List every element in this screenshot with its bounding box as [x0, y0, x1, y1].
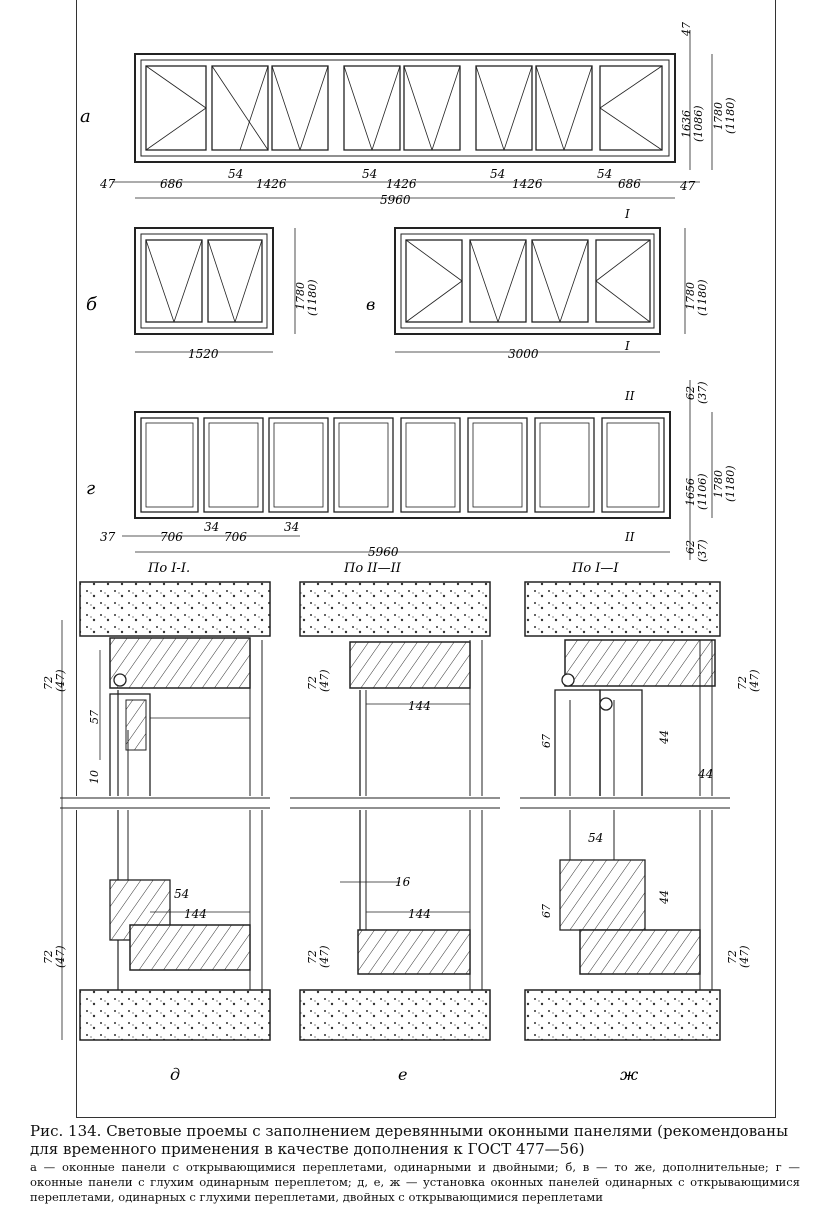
dim-a-gap4: 54	[597, 167, 612, 181]
dim-zh-e: 67	[540, 904, 553, 918]
dim-g-h-inner-alt: (1106)	[696, 473, 709, 510]
dim-a-seg5: 686	[618, 177, 641, 191]
panel-v	[394, 227, 686, 353]
label-b: б	[86, 294, 98, 315]
dim-a-seg3: 1426	[386, 177, 417, 191]
dim-g-gap2: 34	[284, 520, 299, 534]
dim-e-bot: 72	[306, 950, 319, 964]
dim-a-top: 47	[680, 22, 693, 37]
dim-e-top: 72	[306, 676, 319, 690]
page-frame	[76, 0, 776, 1118]
figure-legend: а — оконные панели с открывающимися пере…	[30, 1160, 800, 1204]
dim-g-bottom-alt: (37)	[696, 539, 709, 562]
dim-g-top-alt: (37)	[696, 381, 709, 404]
dim-a-seg4: 1426	[512, 177, 543, 191]
dim-e-bot-alt: (47)	[318, 945, 331, 968]
dim-a-left-edge: 47	[99, 177, 116, 191]
label-v: в	[366, 295, 375, 314]
label-zh: ж	[620, 1065, 639, 1084]
dim-d-c: 54	[174, 887, 189, 901]
section-e-title: По II—II	[343, 561, 402, 576]
dim-a-seg1: 686	[160, 177, 183, 191]
figure-caption: Рис. 134. Световые проемы с заполнением …	[30, 1122, 789, 1158]
dim-a-right-edge: 47	[679, 179, 696, 193]
dim-g-bottom: 62	[684, 540, 697, 554]
dim-g-top: 62	[684, 386, 697, 400]
dim-b-h: 1780	[294, 282, 307, 310]
dim-zh-top: 72	[736, 676, 749, 690]
label-g: г	[86, 478, 95, 499]
dim-e-a: 144	[408, 699, 431, 713]
dim-g-seg2: 706	[224, 530, 247, 544]
dim-a-total: 5960	[380, 193, 411, 207]
dim-b-h-alt: (1180)	[306, 279, 319, 316]
section-d	[60, 581, 271, 1041]
dim-a-h-outer: 1780	[712, 102, 725, 130]
mark-g-top: II	[624, 389, 635, 403]
mark-v-top: I	[624, 207, 630, 221]
dim-g-gap: 34	[204, 520, 219, 534]
dim-zh-top-alt: (47)	[748, 669, 761, 692]
dim-zh-d: 54	[588, 831, 603, 845]
dim-a-gap2: 54	[362, 167, 377, 181]
label-e: е	[398, 1065, 407, 1084]
dim-d-top: 72	[42, 676, 55, 690]
dim-a-seg2: 1426	[256, 177, 287, 191]
section-d-title: По I-I.	[147, 561, 190, 576]
dim-zh-c: 44	[697, 767, 713, 781]
section-zh	[520, 581, 730, 1041]
panel-a	[112, 30, 713, 199]
label-a: а	[80, 106, 91, 127]
technical-drawing: а 47 686 54 1426 54 1426 54 1426 54 686 …	[42, 22, 761, 1084]
dim-g-h-outer: 1780	[712, 470, 725, 498]
dim-d-top-alt: (47)	[54, 669, 67, 692]
dim-b-width: 1520	[188, 347, 219, 361]
dim-zh-bot: 72	[726, 950, 739, 964]
dim-v-width: 3000	[508, 347, 539, 361]
dim-zh-bot-alt: (47)	[738, 945, 751, 968]
dim-a-h-inner-alt: (1086)	[692, 105, 705, 142]
dim-zh-a: 67	[540, 734, 553, 748]
dim-g-total: 5960	[368, 545, 399, 559]
section-e	[290, 581, 500, 1041]
dim-g-h-inner: 1656	[684, 478, 697, 506]
panel-b	[134, 227, 296, 353]
mark-v-bottom: I	[624, 339, 630, 353]
dim-a-h-inner: 1636	[680, 110, 693, 138]
section-zh-title: По I—I	[571, 561, 619, 576]
dim-e-top-alt: (47)	[318, 669, 331, 692]
panel-g	[122, 380, 713, 560]
dim-d-bot-alt: (47)	[54, 945, 67, 968]
dim-d-bot: 72	[42, 950, 55, 964]
label-d: д	[170, 1065, 180, 1084]
dim-d-b: 10	[88, 770, 101, 784]
dim-e-c: 144	[408, 907, 431, 921]
mark-g-bottom: II	[624, 530, 635, 544]
dim-a-gap3: 54	[490, 167, 505, 181]
dim-d-a: 57	[88, 710, 101, 724]
dim-g-h-outer-alt: (1180)	[724, 465, 737, 502]
dim-v-h-alt: (1180)	[696, 279, 709, 316]
dim-d-d: 144	[184, 907, 207, 921]
dim-e-b: 16	[395, 875, 411, 889]
dim-g-seg: 706	[160, 530, 183, 544]
dim-a-h-outer-alt: (1180)	[724, 97, 737, 134]
dim-a-gap1: 54	[228, 167, 243, 181]
dim-g-left-edge: 37	[100, 530, 116, 544]
dim-zh-f: 44	[658, 890, 671, 905]
dim-zh-b: 44	[658, 730, 671, 745]
dim-v-h: 1780	[684, 282, 697, 310]
